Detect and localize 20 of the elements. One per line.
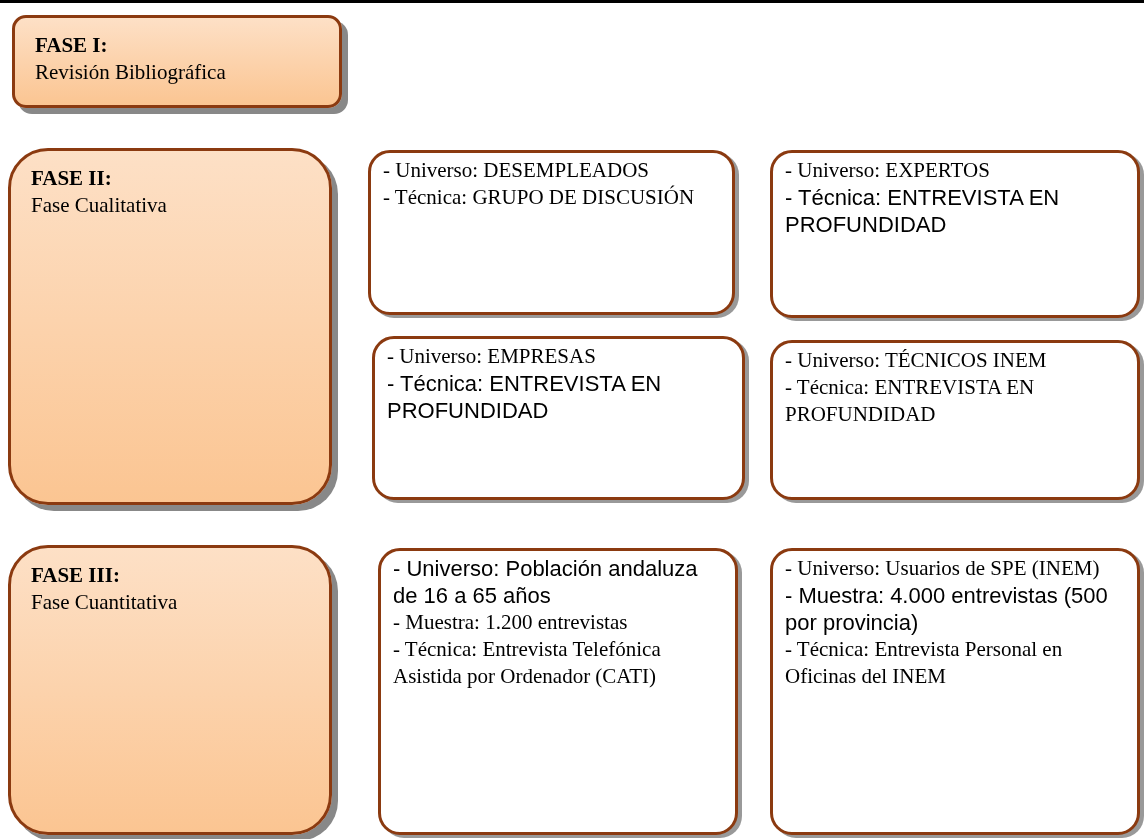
bullet-text: - Técnica: GRUPO DE DISCUSIÓN [383,184,696,211]
bullet-text: - Muestra: 4.000 entrevistas (500 por provincia) [785,582,1109,636]
bullet-text: - Universo: TÉCNICOS INEM [785,347,1048,374]
bullet-text: - Universo: EMPRESAS [387,343,597,370]
phase-description: Fase Cualitativa [31,192,168,219]
phase-description: Fase Cuantitativa [31,589,179,616]
phase-heading: FASE I: [35,32,109,59]
bullet-text: - Técnica: ENTREVISTA EN PROFUNDIDAD [785,184,1061,238]
bullet-text: - Técnica: Entrevista Personal en Oficinas del INEM [785,636,1064,690]
bullet-text: - Muestra: 1.200 entrevistas [393,609,629,636]
phase-heading: FASE III: [31,562,121,589]
bullet-text: - Universo: Usuarios de SPE (INEM) [785,555,1101,582]
bullet-text: - Universo: DESEMPLEADOS [383,157,650,184]
phase-description: Revisión Bibliográfica [35,59,227,86]
bullet-text: - Técnica: ENTREVISTA EN PROFUNDIDAD [785,374,1036,428]
bullet-text: - Universo: Población andaluza de 16 a 65 años [393,555,699,609]
phase-heading: FASE II: [31,165,113,192]
bullet-text: - Técnica: Entrevista Telefónica Asistida por Ordenador (CATI) [393,636,662,690]
bullet-text: - Universo: EXPERTOS [785,157,991,184]
bullet-text: - Técnica: ENTREVISTA EN PROFUNDIDAD [387,370,663,424]
